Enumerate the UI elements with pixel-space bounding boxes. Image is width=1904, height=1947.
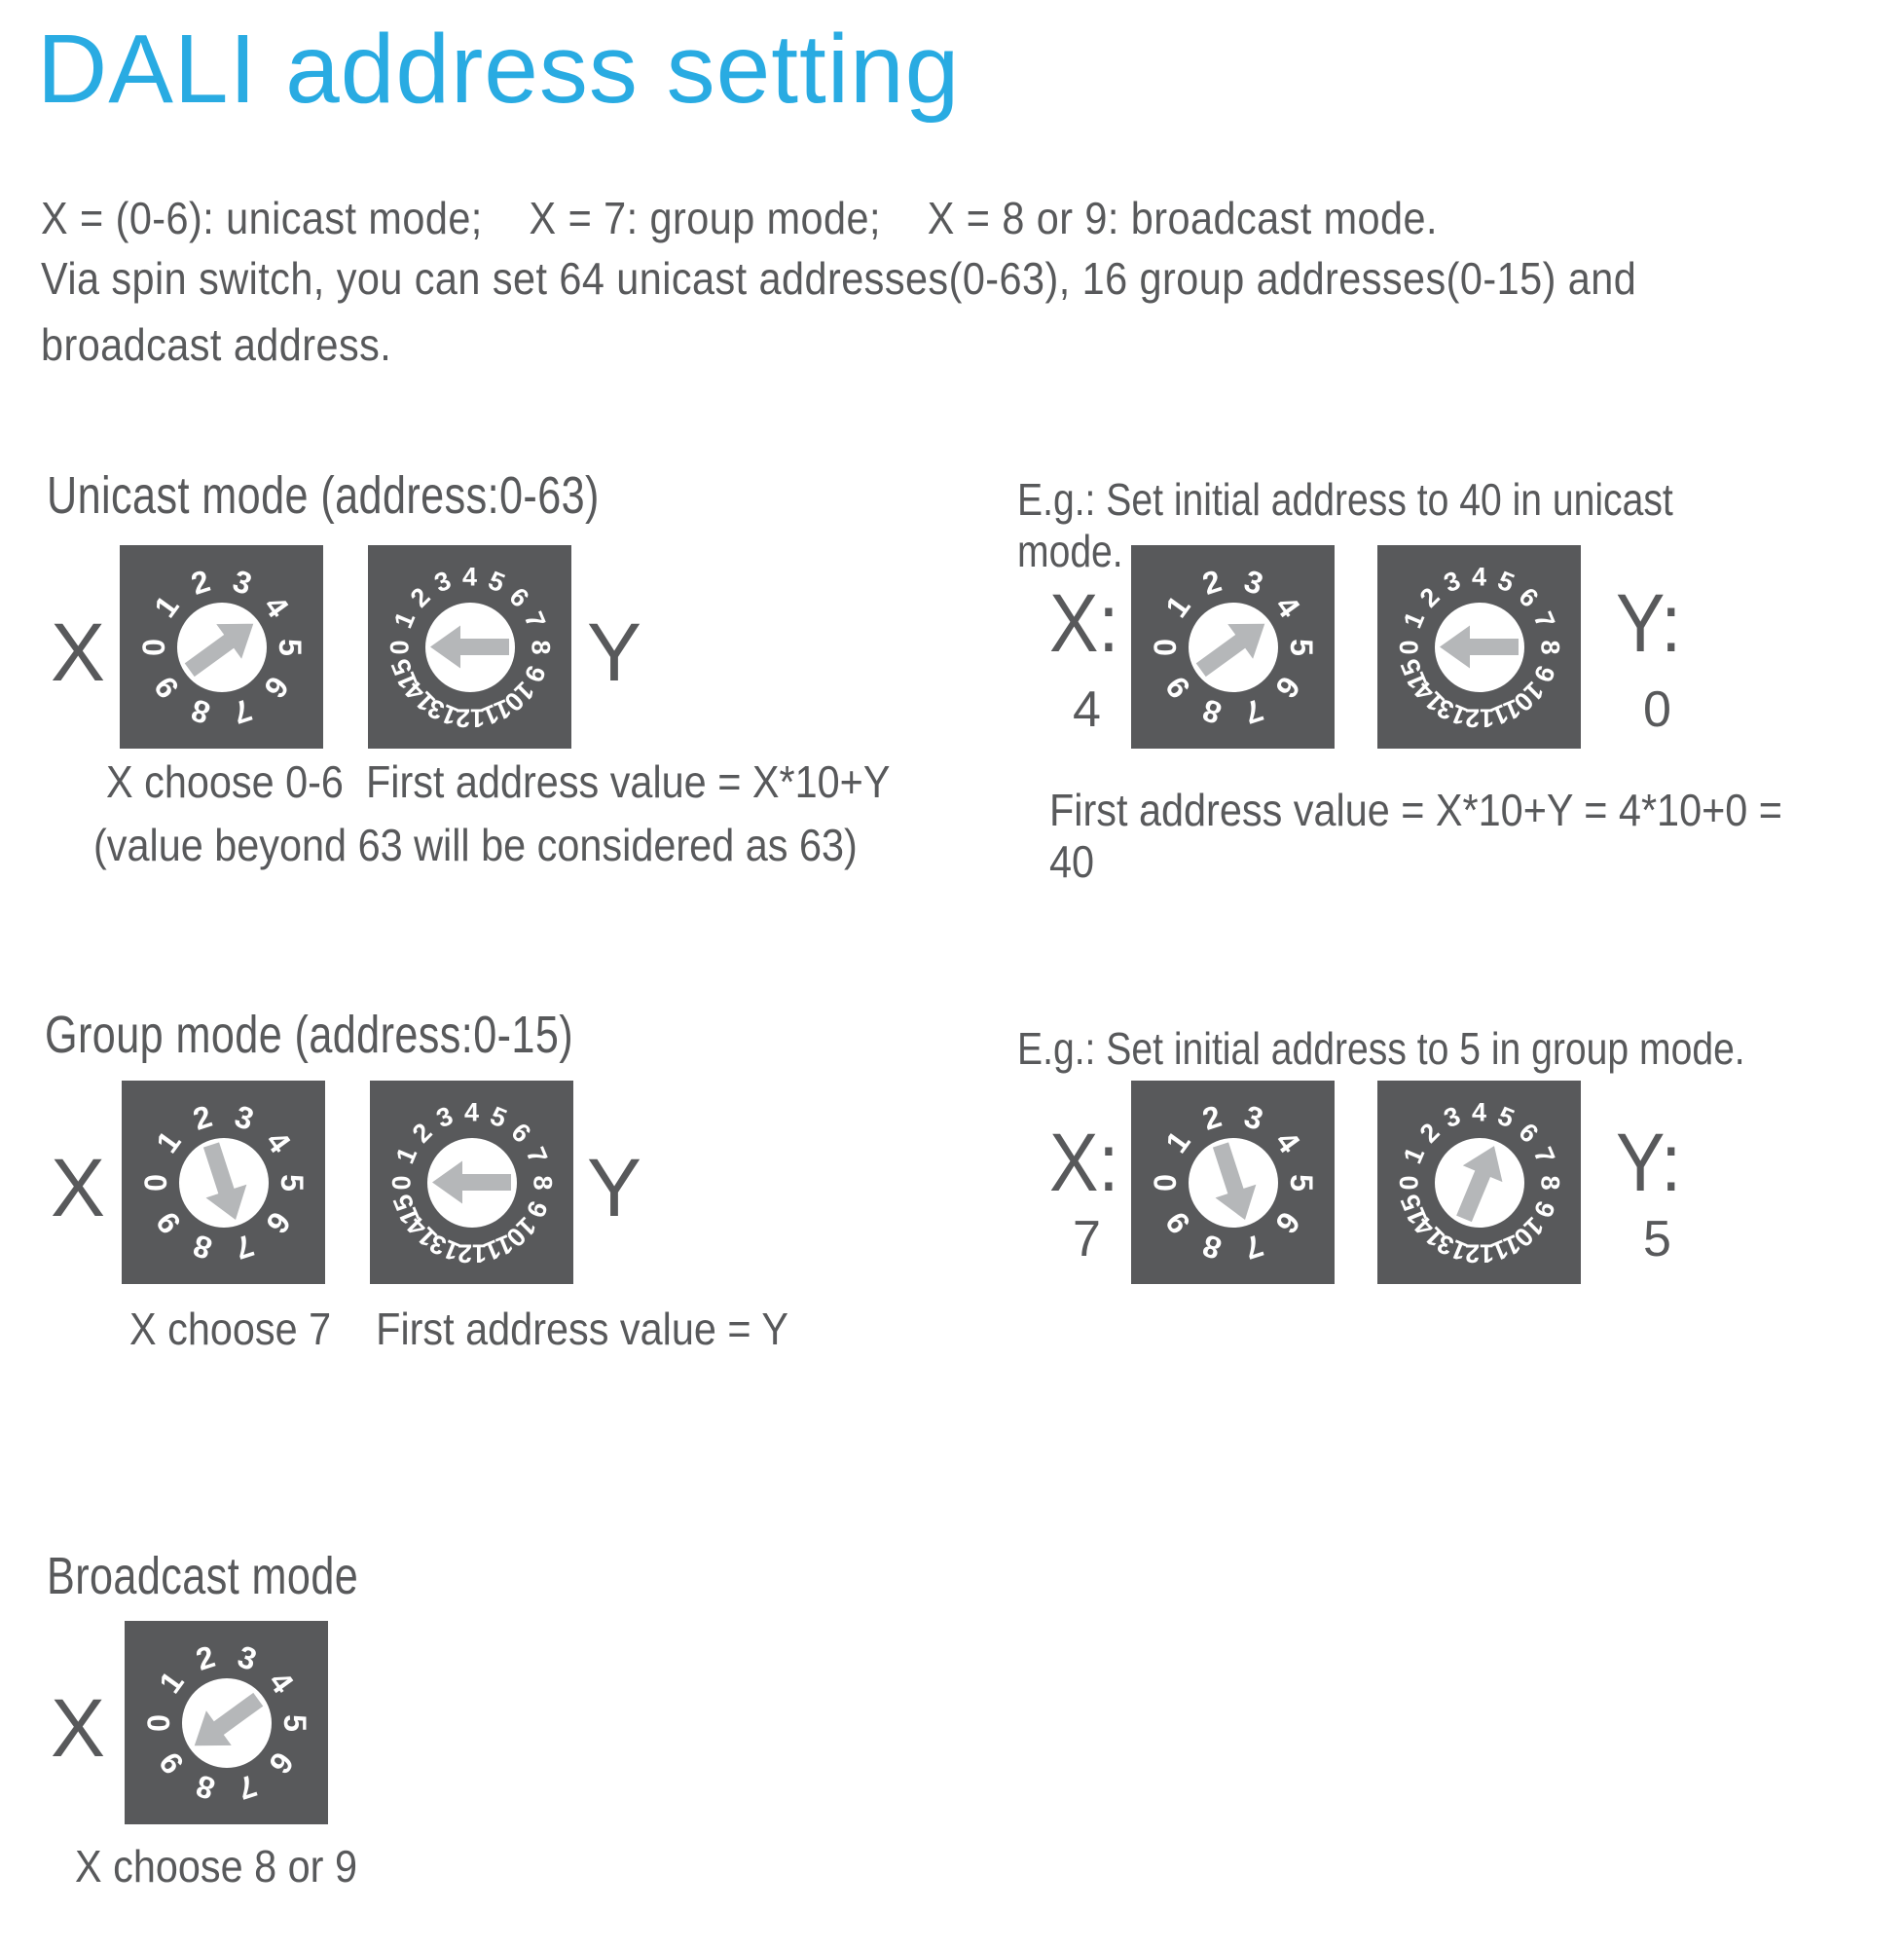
unicast-example-heading: E.g.: Set initial address to 40 in unica… — [1017, 474, 1684, 576]
dial-number: 0 — [1147, 1173, 1183, 1192]
unicast-example-formula: First address value = X*10+Y = 4*10+0 = … — [1049, 785, 1794, 887]
dial-number: 0 — [140, 1713, 176, 1732]
dial-number: 0 — [1394, 639, 1423, 655]
dial-number: 5 — [274, 1173, 310, 1192]
unicast-x-label: X — [51, 606, 106, 698]
broadcast-x-label: X — [51, 1682, 106, 1774]
pointer-arrow-icon — [1212, 1142, 1257, 1221]
unicast-y-label: Y — [587, 606, 642, 698]
dial-number: 5 — [276, 1713, 312, 1732]
unicast-example-x-label: X: — [1049, 577, 1119, 669]
mode-summary-line: X = (0-6): unicast mode; X = 7: group mo… — [41, 193, 1438, 243]
unicast-caption: X choose 0-6 First address value = X*10+… — [106, 756, 891, 807]
page-title: DALI address setting — [37, 15, 961, 124]
group-example-heading: E.g.: Set initial address to 5 in group … — [1017, 1023, 1745, 1074]
dial-number: 5 — [1283, 1173, 1319, 1192]
pointer-arrow-icon — [430, 625, 509, 669]
pointer-arrow-icon — [432, 1160, 511, 1204]
broadcast-heading: Broadcast mode — [47, 1547, 359, 1605]
dial-number: 0 — [386, 1174, 416, 1191]
group-example-y-label: Y: — [1616, 1117, 1682, 1208]
unicast-heading: Unicast mode (address:0-63) — [47, 466, 600, 525]
dial-number: 4 — [1471, 562, 1487, 591]
dial-number: 0 — [137, 1173, 173, 1192]
dial-number: 0 — [384, 639, 414, 655]
broadcast-caption: X choose 8 or 9 — [75, 1841, 357, 1892]
dial-number: 5 — [1283, 638, 1319, 656]
group-caption: X choose 7 First address value = Y — [129, 1304, 788, 1354]
group-heading: Group mode (address:0-15) — [45, 1006, 574, 1064]
spin-switch-description: Via spin switch, you can set 64 unicast … — [41, 253, 1637, 370]
dial-number: 8 — [528, 1174, 557, 1191]
dial-number: 0 — [1147, 638, 1183, 656]
pointer-arrow-icon — [184, 623, 254, 678]
pointer-arrow-icon — [1456, 1146, 1503, 1223]
pointer-arrow-icon — [1195, 623, 1265, 678]
pointer-arrow-icon — [202, 1142, 247, 1221]
dial-number: 4 — [461, 562, 478, 591]
dial-number: 4 — [463, 1097, 480, 1126]
dial-number: 5 — [272, 638, 308, 656]
pointer-arrow-icon — [1440, 625, 1519, 669]
dial-number: 0 — [135, 638, 171, 656]
dial-number: 8 — [1535, 1174, 1564, 1191]
dial-number: 8 — [1535, 639, 1564, 655]
group-example-y-value: 5 — [1643, 1211, 1671, 1267]
group-x-label: X — [51, 1142, 106, 1233]
unicast-example-x-value: 4 — [1073, 681, 1101, 738]
dial-number: 4 — [1471, 1097, 1487, 1126]
group-example-x-label: X: — [1049, 1117, 1119, 1208]
group-y-label: Y — [587, 1142, 642, 1233]
unicast-caption-note: (value beyond 63 will be considered as 6… — [93, 820, 858, 870]
unicast-example-y-label: Y: — [1616, 577, 1682, 669]
group-example-x-value: 7 — [1073, 1211, 1101, 1267]
pointer-arrow-icon — [194, 1692, 264, 1746]
dial-number: 0 — [1394, 1174, 1423, 1191]
unicast-example-y-value: 0 — [1643, 681, 1671, 738]
dial-number: 8 — [526, 639, 555, 655]
